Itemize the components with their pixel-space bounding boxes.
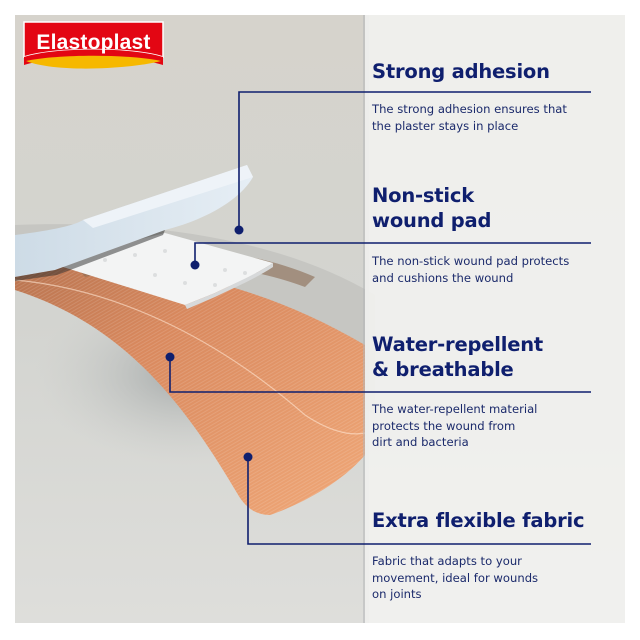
desc-line: The non-stick wound pad protects	[372, 254, 570, 268]
title-line: Extra flexible fabric	[372, 509, 585, 532]
desc-line: on joints	[372, 587, 422, 601]
desc-line: protects the wound from	[372, 418, 516, 433]
desc-line: dirt and bacteria	[372, 435, 469, 449]
desc-line: The water-repellent material	[372, 402, 538, 416]
title-line: Non-stick	[372, 184, 475, 207]
feature-title-water-repellent: Water-repellent & breathable	[372, 332, 543, 382]
feature-title-non-stick-pad: Non-stick wound pad	[372, 183, 491, 233]
title-line: Strong adhesion	[372, 60, 550, 83]
feature-desc-water-repellent: The water-repellent material protects th…	[372, 401, 592, 451]
desc-line: and cushions the wound	[372, 270, 514, 285]
desc-line: Fabric that adapts to your	[372, 554, 522, 568]
feature-title-strong-adhesion: Strong adhesion	[372, 59, 550, 84]
title-line: Water-repellent	[372, 333, 544, 356]
desc-line: the plaster stays in place	[372, 118, 519, 133]
elastoplast-logo: Elastoplast	[22, 21, 165, 76]
feature-desc-flexible-fabric: Fabric that adapts to your movement, ide…	[372, 553, 592, 603]
desc-line: The strong adhesion ensures that	[372, 102, 567, 116]
desc-line: movement, ideal for wounds	[372, 570, 539, 585]
feature-desc-strong-adhesion: The strong adhesion ensures that the pla…	[372, 101, 592, 134]
feature-title-flexible-fabric: Extra flexible fabric	[372, 508, 585, 533]
logo-badge-icon	[23, 21, 164, 69]
title-line: wound pad	[372, 209, 492, 232]
title-line: & breathable	[372, 358, 514, 381]
feature-desc-non-stick-pad: The non-stick wound pad protects and cus…	[372, 253, 592, 286]
logo-text: Elastoplast	[36, 31, 151, 54]
